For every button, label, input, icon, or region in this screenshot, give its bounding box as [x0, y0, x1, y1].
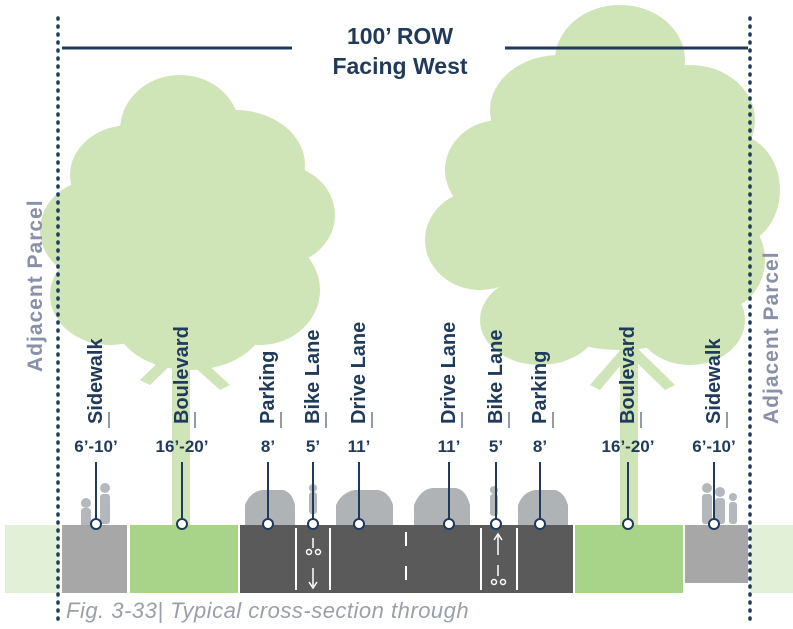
left-tree — [40, 75, 335, 525]
sidewalk-left — [62, 525, 127, 593]
zone-marker-7 — [490, 518, 502, 530]
zone-label-10: Sidewalk — [703, 338, 725, 424]
zone-marker-8 — [534, 518, 546, 530]
zone-leaders — [90, 412, 728, 530]
zone-width-10: 6’-10’ — [692, 437, 736, 456]
zone-marker-9 — [622, 518, 634, 530]
bike-lane-marking-left — [305, 538, 322, 590]
pedestrians-right — [702, 483, 737, 524]
zone-label-5: Drive Lane — [348, 321, 370, 424]
street-surface — [5, 525, 793, 593]
zone-width-3: 8’ — [260, 437, 276, 456]
zone-marker-10 — [708, 518, 720, 530]
boulevard-right — [575, 525, 683, 593]
zone-label-2: Boulevard — [171, 326, 193, 424]
zone-label-8: Parking — [529, 350, 551, 424]
zone-width-6: 11’ — [437, 437, 461, 456]
zone-width-7: 5’ — [488, 437, 504, 456]
zone-width-9: 16’-20’ — [601, 437, 655, 456]
zone-width-8: 8’ — [532, 437, 548, 456]
row-title: 100’ ROW — [346, 23, 454, 49]
zone-marker-5 — [353, 518, 365, 530]
zone-label-9: Boulevard — [617, 326, 639, 424]
adjacent-parcel-right: Adjacent Parcel — [760, 251, 783, 424]
zone-marker-4 — [307, 518, 319, 530]
zone-label-3: Parking — [257, 350, 279, 424]
zone-label-4: Bike Lane — [302, 329, 324, 424]
figure-caption: Fig. 3-33| Typical cross-section through — [66, 598, 470, 623]
pedestrians-left — [81, 483, 110, 528]
zone-width-4: 5’ — [305, 437, 321, 456]
right-tree — [425, 5, 780, 525]
cars — [245, 488, 568, 525]
adjacent-parcel-left: Adjacent Parcel — [24, 199, 47, 372]
sidewalk-right — [685, 525, 748, 583]
zone-width-5: 11’ — [347, 437, 371, 456]
zone-marker-6 — [443, 518, 455, 530]
zone-marker-2 — [176, 518, 188, 530]
boulevard-left — [130, 525, 238, 593]
zone-width-1: 6’-10’ — [74, 437, 118, 456]
zone-label-7: Bike Lane — [485, 329, 507, 424]
zone-label-6: Drive Lane — [438, 321, 460, 424]
zone-label-1: Sidewalk — [85, 338, 107, 424]
facing-label: Facing West — [332, 53, 468, 79]
zone-marker-3 — [262, 518, 274, 530]
zone-width-2: 16’-20’ — [155, 437, 209, 456]
bike-lane-marking-right — [490, 532, 507, 586]
zone-marker-1 — [90, 518, 102, 530]
